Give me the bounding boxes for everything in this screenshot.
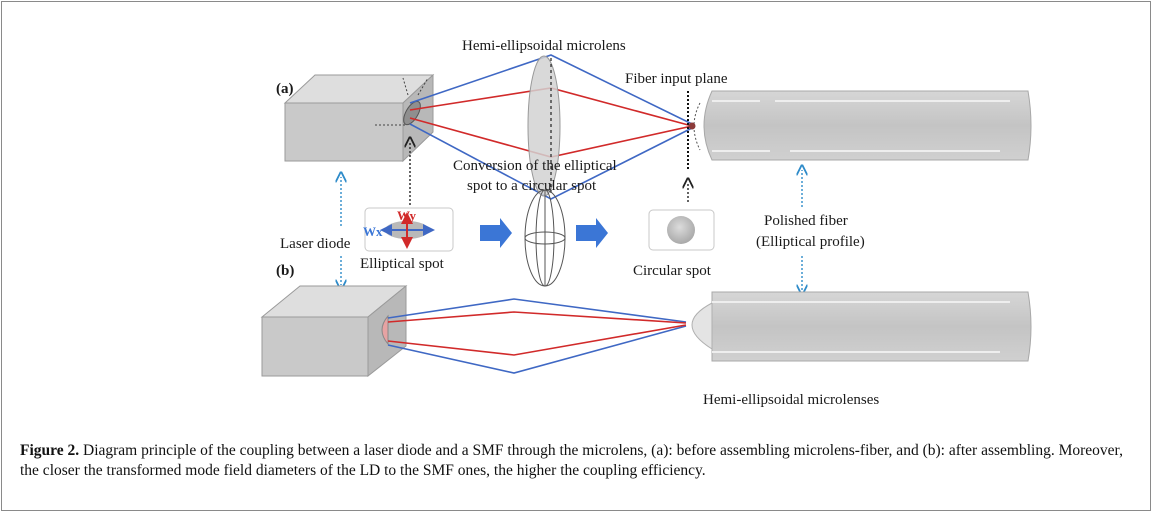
polished-fiber-label-1: Polished fiber xyxy=(764,213,848,229)
coupling-diagram: (a) Hemi-ellipsoidal microlens Fiber inp… xyxy=(260,38,1032,408)
block-arrow-2 xyxy=(576,218,608,248)
elliptical-spot-label: Elliptical spot xyxy=(360,256,445,272)
figure-label: Figure 2. xyxy=(20,442,80,459)
emitting-spot-a xyxy=(403,100,421,126)
laser-diode-label: Laser diode xyxy=(280,236,351,252)
circular-spot-box xyxy=(648,209,715,251)
fiber-a xyxy=(687,90,1032,170)
circular-spot-label: Circular spot xyxy=(633,263,712,279)
polished-fiber-label-2: (Elliptical profile) xyxy=(756,234,865,250)
focus-point-a xyxy=(688,122,696,130)
conversion-line-1: Conversion of the elliptical xyxy=(453,158,617,174)
caption-text: Diagram principle of the coupling betwee… xyxy=(20,442,1123,479)
panel-b-label: (b) xyxy=(276,263,294,279)
wy-label: Wy xyxy=(397,208,417,223)
panel-a-label: (a) xyxy=(276,81,294,97)
fiber-b xyxy=(691,291,1032,362)
wx-label: Wx xyxy=(363,224,383,239)
ellipsoid-wireframe xyxy=(524,189,566,287)
fiber-plane-label: Fiber input plane xyxy=(625,71,728,87)
hemi-ellipsoidal-microlens-a xyxy=(527,55,561,197)
top-microlens-label: Hemi-ellipsoidal microlens xyxy=(462,38,626,54)
microlens-tip-b xyxy=(691,302,713,350)
laser-diode-block-b xyxy=(260,284,408,378)
beam-rays-b xyxy=(387,298,687,374)
block-arrow-1 xyxy=(480,218,512,248)
elliptical-spot-box: Wy Wx xyxy=(363,207,454,252)
figure-caption: Figure 2. Diagram principle of the coupl… xyxy=(20,441,1135,481)
conversion-line-2: spot to a circular spot xyxy=(467,178,597,194)
bottom-microlens-label: Hemi-ellipsoidal microlenses xyxy=(703,392,879,408)
